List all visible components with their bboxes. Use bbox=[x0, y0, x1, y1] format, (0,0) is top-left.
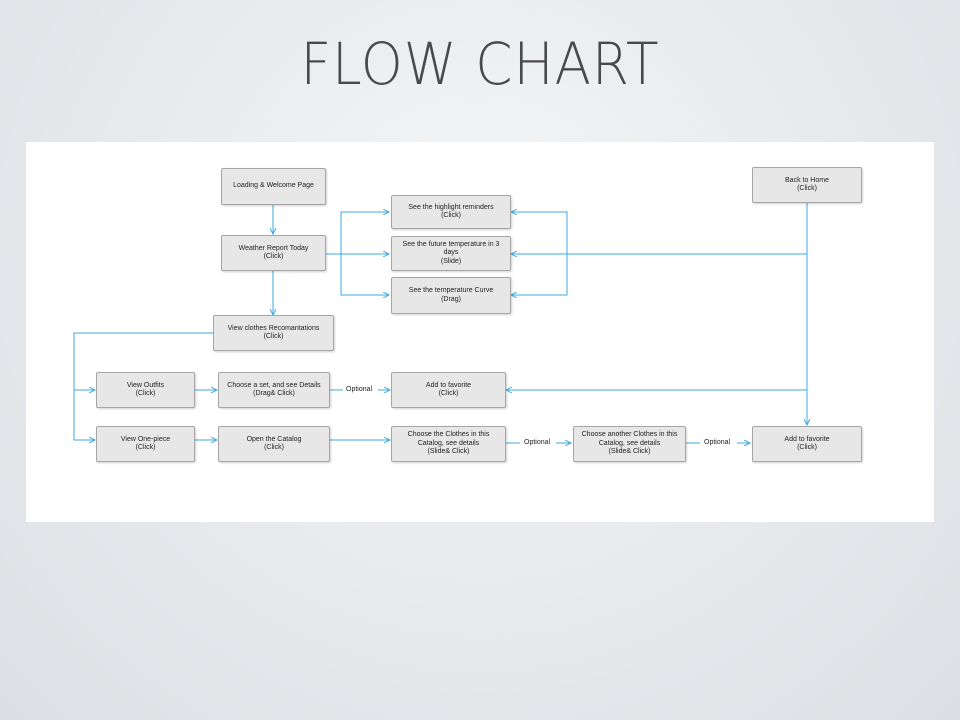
node-back-to-home: Back to Home (Click) bbox=[752, 167, 862, 203]
edge-label-optional-2: Optional bbox=[523, 439, 552, 447]
node-view-outfits: View Outfits (Click) bbox=[96, 372, 195, 408]
edge-loop-curve bbox=[511, 254, 568, 295]
node-choose-clothes: Choose the Clothes in this Catalog, see … bbox=[391, 426, 506, 462]
node-loading-welcome: Loading & Welcome Page bbox=[221, 168, 326, 205]
node-view-one-piece: View One-piece (Click) bbox=[96, 426, 195, 462]
node-choose-another-clothes: Choose another Clothes in this Catalog, … bbox=[573, 426, 686, 462]
node-highlight-reminders: See the highlight reminders (Click) bbox=[391, 195, 511, 229]
node-temperature-curve: See the temperature Curve (Drag) bbox=[391, 277, 511, 314]
node-future-temperature: See the future temperature in 3 days (Sl… bbox=[391, 236, 511, 271]
node-choose-set: Choose a set, and see Details (Drag& Cli… bbox=[218, 372, 330, 408]
edge-weather-highlight bbox=[340, 212, 389, 254]
node-view-clothes: View clothes Recomantations (Click) bbox=[213, 315, 334, 351]
node-add-favorite-1: Add to favorite (Click) bbox=[391, 372, 506, 408]
edge-label-optional-1: Optional bbox=[345, 386, 374, 394]
edge-loop-highlight bbox=[511, 212, 568, 254]
node-open-catalog: Open the Catalog (Click) bbox=[218, 426, 330, 462]
slide-title: FLOW CHART bbox=[300, 30, 660, 98]
edge-label-optional-3: Optional bbox=[703, 439, 732, 447]
node-add-favorite-2: Add to favorite (Click) bbox=[752, 426, 862, 462]
edge-clothes-left bbox=[73, 332, 213, 440]
edge-weather-curve bbox=[340, 254, 389, 295]
node-weather-report: Weather Report Today (Click) bbox=[221, 235, 326, 271]
